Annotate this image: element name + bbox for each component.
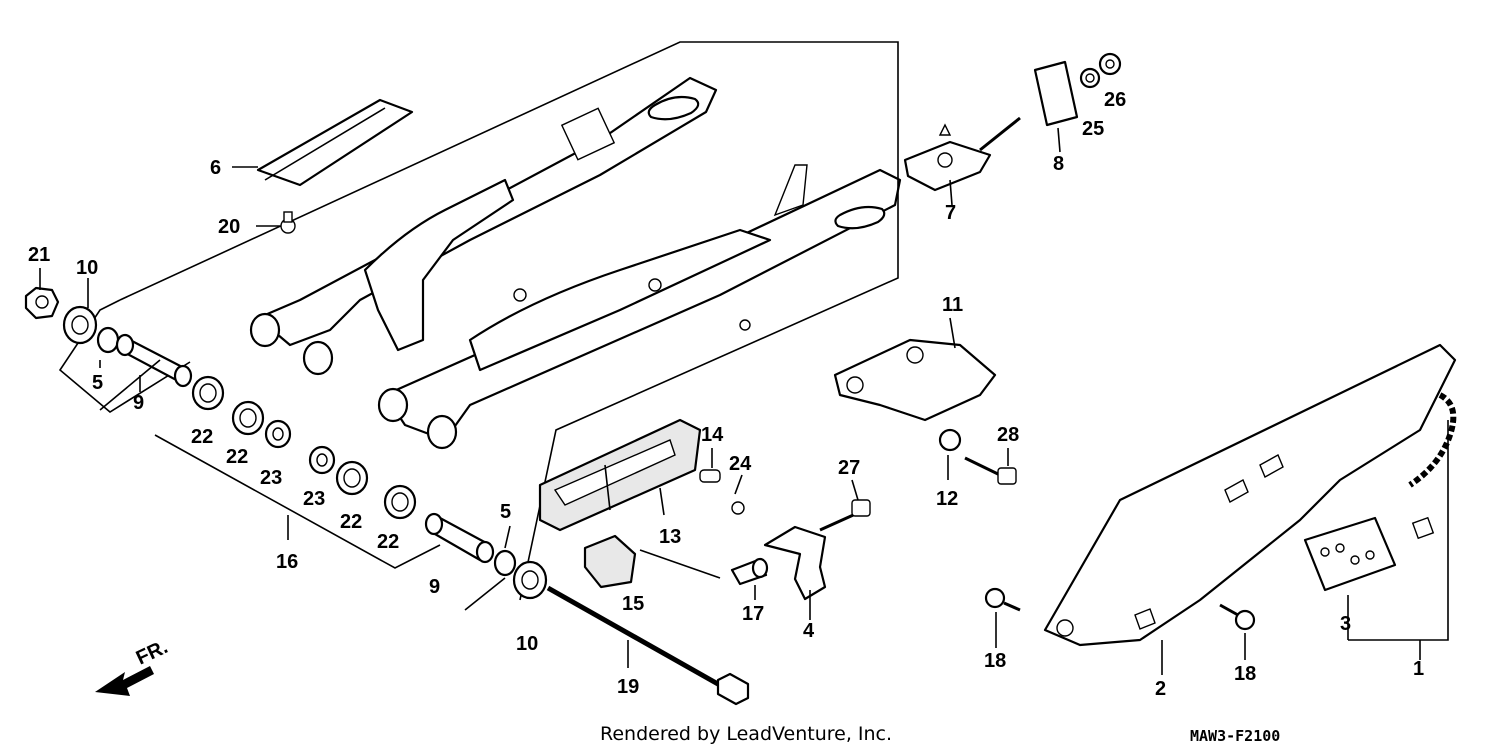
part-14-24-fasteners	[699, 448, 745, 515]
svg-text:FR.: FR.	[133, 636, 171, 670]
bearings	[99, 359, 441, 569]
label-22d: 22	[377, 531, 399, 553]
label-20: 20	[218, 216, 240, 238]
label-22c: 22	[340, 511, 362, 533]
part-28-bolt	[964, 448, 1017, 485]
pivot-stack-right	[424, 512, 548, 611]
label-3: 3	[1340, 613, 1351, 635]
label-14: 14	[701, 424, 724, 446]
part-3-master-link	[1303, 516, 1397, 640]
label-10a: 10	[76, 257, 98, 279]
label-4: 4	[803, 620, 815, 642]
label-21: 21	[28, 244, 50, 266]
part-27-bolt	[819, 479, 871, 532]
label-11: 11	[942, 294, 963, 316]
part-13-chain-slider	[538, 418, 702, 532]
part-4-bracket	[763, 525, 827, 620]
label-1: 1	[1413, 658, 1424, 680]
label-8: 8	[1053, 153, 1064, 175]
part-1-drive-chain	[1348, 392, 1457, 660]
footer-credit: Rendered by LeadVenture, Inc.	[600, 723, 892, 745]
part-2-chain-case	[1043, 343, 1457, 675]
label-26: 26	[1104, 89, 1126, 111]
label-18a: 18	[984, 650, 1006, 672]
swingarm	[249, 76, 902, 450]
label-23b: 23	[303, 488, 325, 510]
label-22a: 22	[191, 426, 213, 448]
label-7: 7	[945, 202, 956, 224]
part-11-chain-guide	[833, 317, 997, 422]
part-15-block	[583, 534, 721, 589]
label-6: 6	[210, 157, 221, 179]
part-17-collar	[730, 557, 769, 600]
part-6-chain-slider	[232, 98, 414, 187]
label-25: 25	[1082, 118, 1104, 140]
label-9b: 9	[429, 576, 440, 598]
label-9a: 9	[133, 392, 144, 414]
label-15: 15	[622, 593, 644, 615]
front-direction-arrow: FR.	[95, 636, 171, 696]
part-8-plate	[1033, 60, 1079, 153]
pivot-stack-left	[24, 268, 193, 392]
label-5b: 5	[500, 501, 511, 523]
label-18b: 18	[1234, 663, 1256, 685]
label-28: 28	[997, 424, 1019, 446]
part-18-bolts	[984, 587, 1256, 660]
label-22b: 22	[226, 446, 248, 468]
label-16: 16	[276, 551, 298, 573]
part-20-bolt	[256, 211, 296, 234]
label-27: 27	[838, 457, 860, 479]
label-2: 2	[1155, 678, 1166, 700]
part-12-collar	[938, 428, 962, 480]
label-24: 24	[729, 453, 752, 475]
part-7-chain-adjuster	[903, 116, 1021, 206]
label-13: 13	[659, 526, 681, 548]
part-labels: 1 2 3 4 5 5 6 7 8 9 9 10 10 11 12 13 14 …	[28, 89, 1424, 700]
part-25-26-nuts	[1079, 52, 1122, 89]
label-12: 12	[936, 488, 958, 510]
label-17: 17	[742, 603, 764, 625]
label-23a: 23	[260, 467, 282, 489]
label-5a: 5	[92, 372, 103, 394]
diagram-code: MAW3-F2100	[1190, 727, 1280, 745]
label-10b: 10	[516, 633, 538, 655]
swingarm-outline	[58, 41, 899, 601]
part-19-axle-bolt	[546, 585, 750, 706]
label-19: 19	[617, 676, 639, 698]
